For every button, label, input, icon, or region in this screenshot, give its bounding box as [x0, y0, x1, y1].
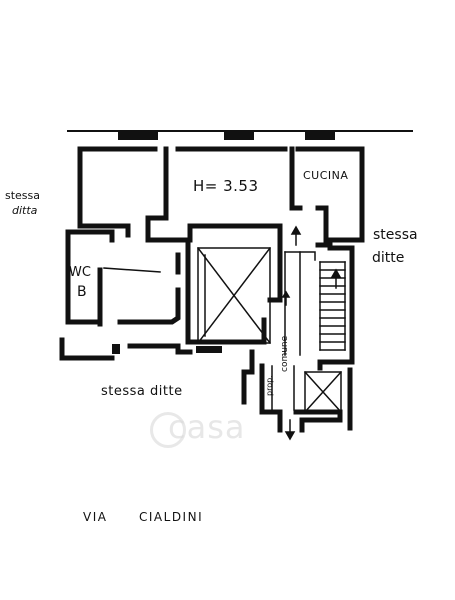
wall-bottom-2	[127, 343, 193, 355]
wall-wc-top	[65, 229, 115, 243]
window	[112, 344, 120, 354]
neighbor-bottom-label: stessa ditte	[101, 384, 183, 399]
street-label-word2: CIALDINI	[139, 510, 204, 524]
property-label: prop.	[265, 375, 274, 396]
direction-arrows	[281, 225, 342, 441]
kitchen-label: CUCINA	[303, 169, 349, 182]
wall-stair-right	[267, 237, 283, 303]
wc-label: WC	[69, 265, 91, 280]
wc-letter-label: B	[77, 284, 87, 300]
stairwell-box	[197, 247, 271, 344]
neighbor-left-label-line2: ditta	[12, 204, 38, 217]
wall-top-far	[327, 146, 365, 251]
wall-divider-left	[145, 146, 283, 243]
neighbor-right-label-line2: ditte	[372, 250, 405, 266]
wall-stair-left	[185, 239, 267, 345]
walls	[59, 146, 365, 433]
wall-right-top	[327, 245, 355, 258]
wall-left-room	[77, 146, 131, 238]
wall-bottom-3	[241, 349, 255, 405]
watermark-logo-icon	[150, 412, 186, 448]
wall-kitchen-inner	[315, 205, 329, 248]
window	[224, 131, 254, 140]
corridor-top	[284, 251, 316, 261]
top-windows	[118, 131, 335, 140]
thin-walls	[103, 246, 346, 414]
street-label-word1: VIA	[83, 510, 108, 524]
wall-bottom	[59, 337, 115, 361]
neighbor-right-label-line1: stessa	[373, 227, 418, 243]
elevator-box	[304, 371, 342, 413]
staircase-treads	[319, 261, 346, 351]
wall-wc-bottom	[117, 287, 181, 325]
window	[196, 346, 222, 353]
elevator-cross	[303, 370, 343, 414]
neighbor-left-label-line1: stessa	[5, 189, 41, 202]
window	[118, 131, 158, 140]
wall-kitchen-divider	[289, 146, 303, 211]
wc-fixture	[103, 267, 161, 273]
window	[305, 131, 335, 140]
wall-wc-left	[65, 229, 103, 325]
bottom-windows	[112, 344, 222, 354]
wall-bottom-right	[259, 363, 283, 433]
ceiling-height-label: H= 3.53	[193, 177, 259, 195]
shared-area-label: comune	[280, 335, 290, 372]
stairwell-cross	[196, 246, 272, 345]
wall-bottom-far	[293, 409, 343, 433]
watermark-text: casa	[168, 408, 246, 446]
wall-right-stair	[317, 252, 355, 371]
